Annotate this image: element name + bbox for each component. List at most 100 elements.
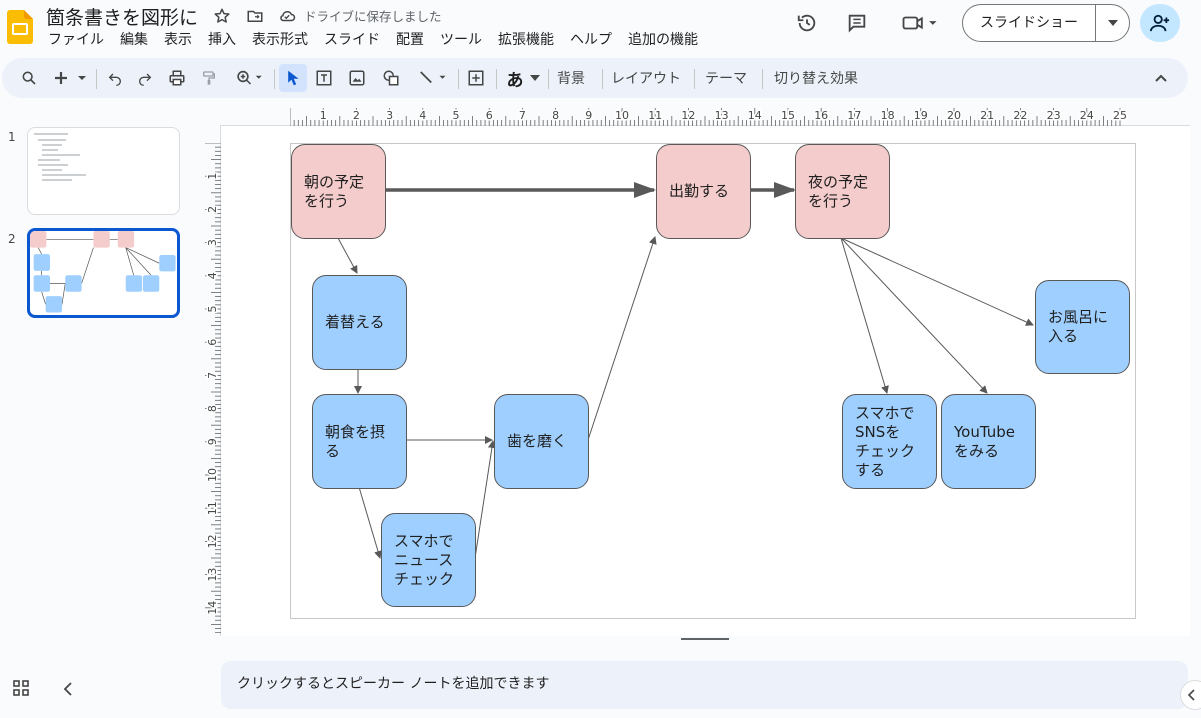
slideshow-button[interactable]: スライドショー xyxy=(962,4,1130,42)
node-commute[interactable]: 出勤する xyxy=(656,144,751,239)
meet-icon[interactable] xyxy=(898,11,942,35)
connector-evening-to-youtube xyxy=(840,237,988,394)
notes-resize-handle[interactable] xyxy=(681,638,729,640)
ruler-top-label: 10 xyxy=(615,109,629,122)
collapse-toolbar-icon[interactable] xyxy=(1150,58,1172,98)
print-icon[interactable] xyxy=(166,58,188,98)
star-icon[interactable] xyxy=(210,4,234,28)
redo-icon[interactable] xyxy=(134,58,156,98)
slide-number-1: 1 xyxy=(8,130,16,144)
node-label: 夜の予定 を行う xyxy=(808,172,869,210)
ruler-top-label: 9 xyxy=(585,109,592,122)
cloud-saved-icon[interactable] xyxy=(275,4,299,28)
ruler-top-label: 18 xyxy=(881,109,895,122)
node-phone-news[interactable]: スマホで ニュース チェック xyxy=(381,513,476,607)
slideshow-dropdown[interactable] xyxy=(1096,20,1129,26)
paint-format-icon[interactable] xyxy=(198,58,220,98)
collapse-panel-icon[interactable] xyxy=(62,681,74,700)
background-button[interactable]: 背景 xyxy=(557,71,585,87)
slide-number-2: 2 xyxy=(8,232,16,246)
text-style-label: あ xyxy=(506,70,524,91)
ruler-left-label: 9 xyxy=(206,438,219,445)
shape-icon[interactable] xyxy=(380,58,402,98)
chevron-left-icon xyxy=(1187,689,1195,701)
slideshow-label[interactable]: スライドショー xyxy=(963,5,1096,41)
ruler-top-label: 22 xyxy=(1013,109,1027,122)
menu-tools[interactable]: ツール xyxy=(440,32,482,48)
side-panel-toggle[interactable] xyxy=(1180,680,1201,710)
connector-teeth-to-commute xyxy=(587,236,657,441)
node-label: 出勤する xyxy=(669,182,730,200)
connector-evening-to-sns xyxy=(840,237,889,394)
text-box-icon[interactable] xyxy=(313,58,335,98)
menu-edit[interactable]: 編集 xyxy=(120,32,148,48)
theme-button[interactable]: テーマ xyxy=(705,71,747,87)
undo-icon[interactable] xyxy=(104,58,126,98)
zoom-icon[interactable] xyxy=(230,58,268,98)
comment-icon[interactable] xyxy=(845,11,869,35)
ruler-top-label: 6 xyxy=(486,109,493,122)
grid-view-icon[interactable] xyxy=(12,679,30,701)
node-morning-plan[interactable]: 朝の予定 を行う xyxy=(291,144,386,239)
line-tool-icon[interactable] xyxy=(412,58,452,98)
document-title[interactable]: 箇条書きを図形に xyxy=(46,7,199,29)
node-label: YouTube をみる xyxy=(954,422,1015,460)
ruler-left-label: 11 xyxy=(206,501,219,515)
select-tool-icon[interactable] xyxy=(279,64,307,92)
slide-thumbnail-1[interactable] xyxy=(27,127,180,215)
menu-extensions[interactable]: 拡張機能 xyxy=(498,32,554,48)
node-bath[interactable]: お風呂に 入る xyxy=(1035,280,1130,374)
ruler-top-label: 24 xyxy=(1080,109,1094,122)
history-icon[interactable] xyxy=(795,11,819,35)
ruler-top-label: 2 xyxy=(353,109,360,122)
ruler-left-label: 6 xyxy=(206,339,219,346)
ruler-top-label: 3 xyxy=(386,109,393,122)
node-label: 着替える xyxy=(325,313,385,331)
ruler-left-label: 13 xyxy=(206,568,219,582)
menu-help[interactable]: ヘルプ xyxy=(570,32,612,48)
menu-slide[interactable]: スライド xyxy=(324,32,380,48)
move-folder-icon[interactable] xyxy=(243,4,267,28)
slides-logo[interactable] xyxy=(7,10,33,44)
speaker-notes-area[interactable] xyxy=(221,661,1188,709)
add-person-icon xyxy=(1150,14,1170,32)
node-breakfast[interactable]: 朝食を摂 る xyxy=(312,394,407,489)
menu-format[interactable]: 表示形式 xyxy=(252,32,308,48)
share-button[interactable] xyxy=(1140,4,1180,42)
node-phone-sns[interactable]: スマホで SNSを チェック する xyxy=(842,394,937,489)
menu-file[interactable]: ファイル xyxy=(48,32,104,48)
transition-button[interactable]: 切り替え効果 xyxy=(774,71,858,87)
ruler-top-label: 17 xyxy=(847,109,861,122)
text-style-button[interactable]: あ xyxy=(502,58,544,98)
insert-image-icon[interactable] xyxy=(346,58,368,98)
node-evening-plan[interactable]: 夜の予定 を行う xyxy=(795,144,890,239)
node-youtube[interactable]: YouTube をみる xyxy=(941,394,1036,489)
menu-insert[interactable]: 挿入 xyxy=(208,32,236,48)
slide-thumbnail-2[interactable] xyxy=(27,228,180,318)
menu-arrange[interactable]: 配置 xyxy=(396,32,424,48)
menu-view[interactable]: 表示 xyxy=(164,32,192,48)
ruler-top-label: 1 xyxy=(320,109,327,122)
ruler-top-label: 5 xyxy=(453,109,460,122)
save-status: ドライブに保存しました xyxy=(304,9,442,24)
node-brush-teeth[interactable]: 歯を磨く xyxy=(494,394,589,489)
speaker-notes-placeholder[interactable]: クリックするとスピーカー ノートを追加できます xyxy=(237,676,550,692)
slide-1-preview xyxy=(34,133,86,181)
ruler-left-label: 4 xyxy=(206,272,219,279)
chevron-down-icon xyxy=(529,75,540,81)
ruler-top-label: 16 xyxy=(814,109,828,122)
new-slide-icon[interactable] xyxy=(52,58,88,98)
menu-accessibility[interactable]: 追加の機能 xyxy=(628,32,698,48)
add-comment-icon[interactable] xyxy=(465,58,487,98)
search-menus-icon[interactable] xyxy=(18,58,40,98)
node-label: 朝の予定 を行う xyxy=(304,172,365,210)
node-change-clothes[interactable]: 着替える xyxy=(312,275,407,370)
menu-bar: ファイル 編集 表示 挿入 表示形式 スライド 配置 ツール 拡張機能 ヘルプ … xyxy=(40,30,706,52)
layout-button[interactable]: レイアウト xyxy=(611,71,681,87)
slide-2-preview xyxy=(30,231,176,313)
slide-canvas[interactable]: 朝の予定 を行う 着替える 朝食を摂 る 歯を磨く スマホで ニュース チェック… xyxy=(290,143,1136,619)
ruler-left-label: 7 xyxy=(206,372,219,379)
ruler-left-label: 14 xyxy=(206,601,219,615)
